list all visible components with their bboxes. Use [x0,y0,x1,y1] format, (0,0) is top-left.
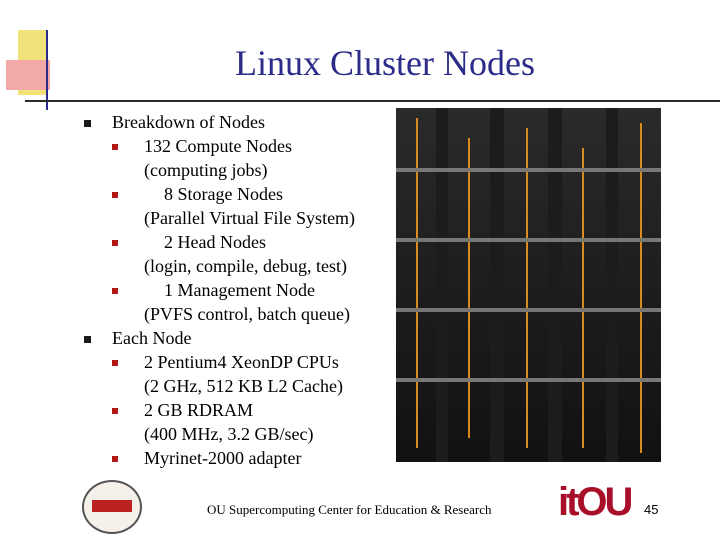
bullet-text: Breakdown of Nodes [112,112,265,132]
decorative-vertical-line [46,30,48,110]
square-bullet-icon [112,456,118,462]
sub-bullet-line1: Myrinet-2000 adapter [144,448,302,468]
sub-bullet-line2: (400 MHz, 3.2 GB/sec) [144,424,314,444]
square-bullet-icon [112,240,118,246]
cable [468,138,470,438]
oscer-seal-logo [82,480,142,534]
bullet-list: Breakdown of Nodes 132 Compute Nodes (co… [84,110,394,470]
seal-band [92,500,132,512]
bullet-each-node: Each Node [84,326,394,350]
sub-bullet-line1: 8 Storage Nodes [164,184,283,204]
cable [526,128,528,448]
sub-bullet: 1 Management Node (PVFS control, batch q… [112,278,394,326]
sub-bullet: Myrinet-2000 adapter [112,446,394,470]
title-underline [25,100,720,102]
sub-bullet-line2: (computing jobs) [144,160,268,180]
cable [582,148,584,448]
server-rack-photo [396,108,661,462]
sub-bullet-line2: (login, compile, debug, test) [144,256,347,276]
footer-text: OU Supercomputing Center for Education &… [207,502,492,517]
cable [640,123,642,453]
sub-bullet-line2: (2 GHz, 512 KB L2 Cache) [144,376,343,396]
slide-title: Linux Cluster Nodes [235,43,535,83]
sub-bullet: 2 Head Nodes (login, compile, debug, tes… [112,230,394,278]
sub-bullet-line1: 132 Compute Nodes [144,136,292,156]
rack-panel [396,168,661,172]
page-number: 45 [644,502,659,517]
sub-bullet: 2 Pentium4 XeonDP CPUs (2 GHz, 512 KB L2… [112,350,394,398]
rack-column [562,108,606,462]
square-bullet-icon [112,192,118,198]
rack-panel [396,378,661,382]
bullet-text: Each Node [112,328,192,348]
sub-bullet-line1: 2 GB RDRAM [144,400,254,420]
sub-bullet: 2 GB RDRAM (400 MHz, 3.2 GB/sec) [112,398,394,446]
bullet-breakdown: Breakdown of Nodes [84,110,394,134]
square-bullet-icon [112,408,118,414]
sub-bullet: 132 Compute Nodes (computing jobs) [112,134,394,182]
sub-bullet-line1: 1 Management Node [164,280,315,300]
decorative-red-square [6,60,50,90]
rack-column [618,108,661,462]
sub-bullet-line1: 2 Head Nodes [164,232,266,252]
square-bullet-icon [112,288,118,294]
itou-logo: itOU [558,480,633,524]
sub-bullet-line2: (Parallel Virtual File System) [144,208,356,228]
square-bullet-icon [112,360,118,366]
square-bullet-icon [84,336,91,343]
sub-bullet-line1: 2 Pentium4 XeonDP CPUs [144,352,339,372]
rack-panel [396,238,661,242]
square-bullet-icon [84,120,91,127]
sub-bullet: 8 Storage Nodes (Parallel Virtual File S… [112,182,394,230]
square-bullet-icon [112,144,118,150]
rack-panel [396,308,661,312]
sub-bullet-line2: (PVFS control, batch queue) [144,304,350,324]
cable [416,118,418,448]
